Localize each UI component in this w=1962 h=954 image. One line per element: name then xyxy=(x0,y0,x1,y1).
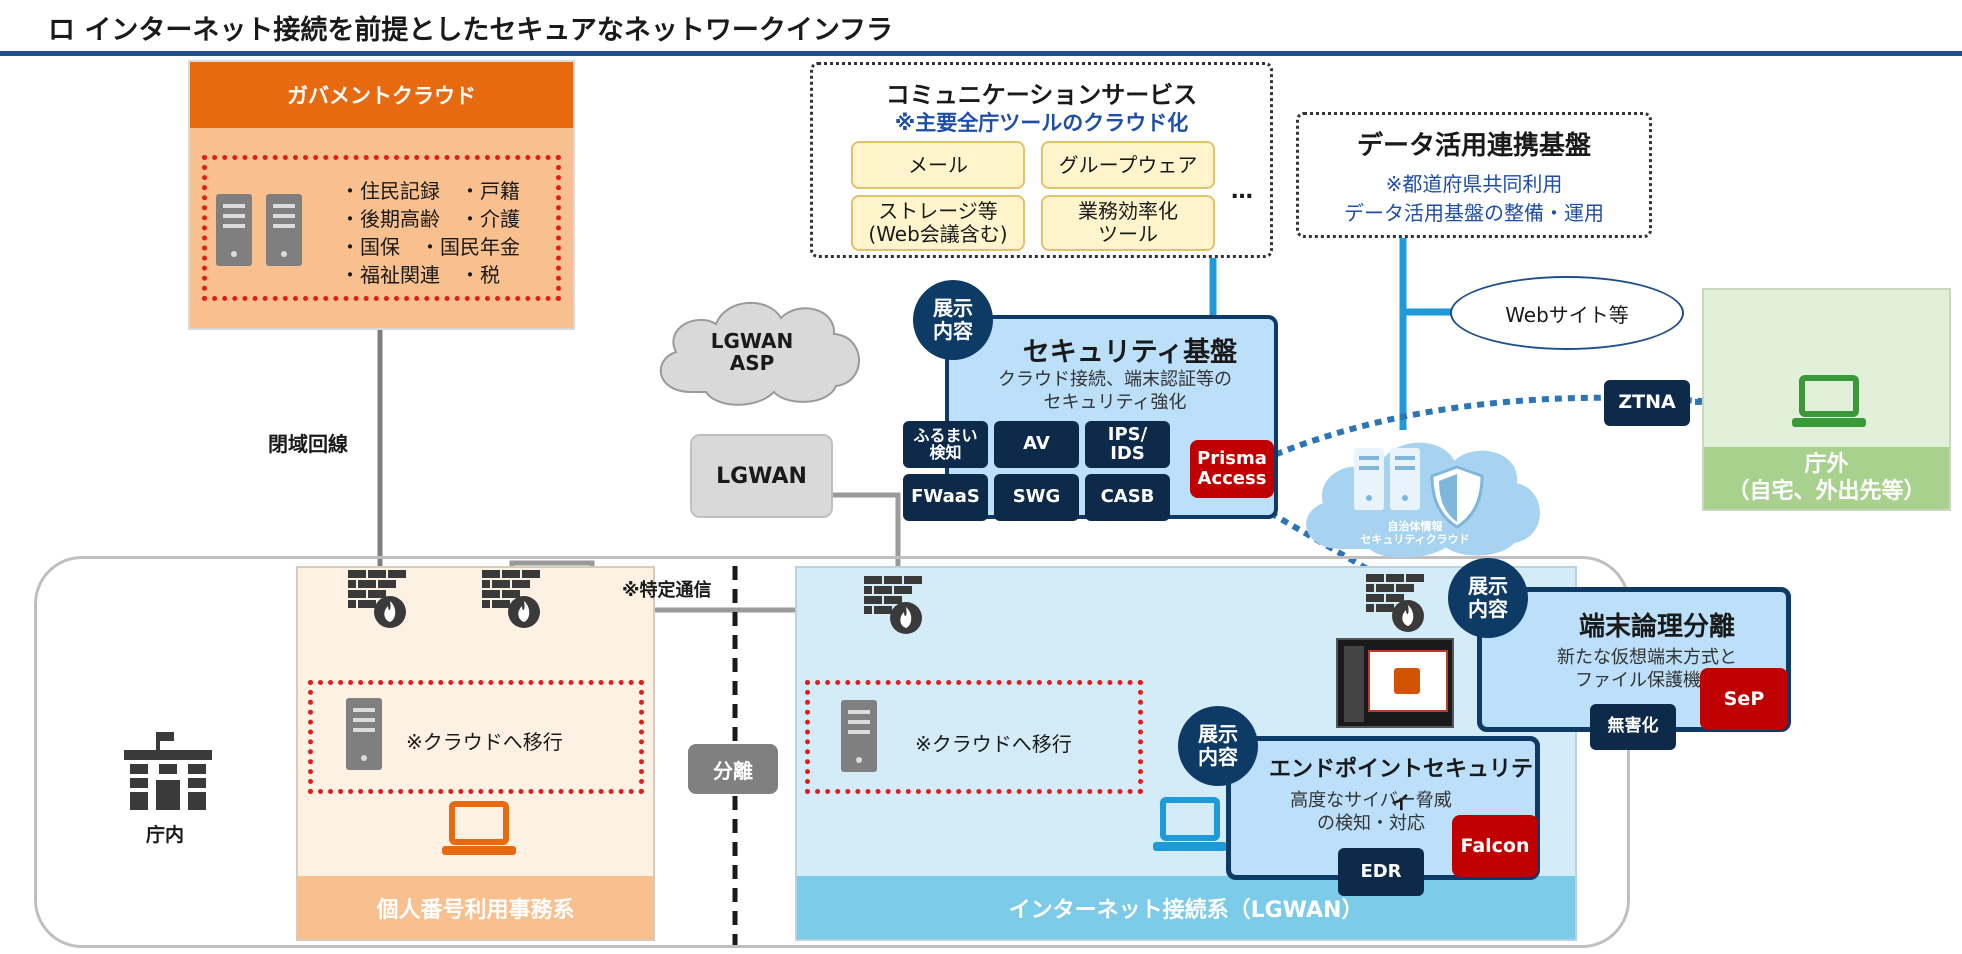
server-icon xyxy=(1354,448,1384,510)
gov-cloud-items: ・住民記録 ・戸籍 ・後期高齢 ・介護 ・国保 ・国民年金 ・福祉関連 ・税 xyxy=(340,177,520,289)
mynumber-red-frame xyxy=(308,680,644,794)
gov-cloud-header: ガバメントクラウド xyxy=(190,62,573,128)
data-platform-title: データ活用連携基盤 xyxy=(1356,130,1591,161)
migrate-label: ※クラウドへ移行 xyxy=(915,732,1072,756)
chip-swg: SWG xyxy=(994,474,1079,521)
falcon-product-badge: Falcon xyxy=(1452,815,1538,877)
gov-cloud-item: ・国保 ・国民年金 xyxy=(340,235,520,259)
tool-groupware: グループウェア xyxy=(1041,141,1215,189)
server-icon xyxy=(841,700,877,772)
edr-badge: EDR xyxy=(1338,848,1424,896)
website-ellipse: Webサイト等 xyxy=(1450,276,1684,350)
offsite-panel: 庁外 （自宅、外出先等） xyxy=(1702,288,1951,511)
closed-line-label: 閉域回線 xyxy=(268,432,348,456)
office-region xyxy=(34,556,1630,948)
separation-badge: 分離 xyxy=(688,744,778,794)
data-platform-line1: ※都道府県共同利用 xyxy=(1385,171,1563,196)
data-platform-line2: データ活用基盤の整備・運用 xyxy=(1344,200,1604,225)
specific-comm-label: ※特定通信 xyxy=(622,580,712,601)
migrate-label: ※クラウドへ移行 xyxy=(406,730,563,754)
internet-red-frame xyxy=(805,680,1143,794)
data-platform-panel: データ活用連携基盤 ※都道府県共同利用 データ活用基盤の整備・運用 xyxy=(1296,112,1652,238)
sep-product-badge: SeP xyxy=(1700,668,1788,730)
title-underline xyxy=(0,51,1962,56)
cloud-icon xyxy=(659,302,860,406)
server-icon xyxy=(216,194,252,266)
sanitize-badge: 無害化 xyxy=(1590,704,1676,750)
lgwan-box: LGWAN xyxy=(690,434,833,518)
shield-icon xyxy=(1430,465,1484,529)
exhibit-badge: 展示 内容 xyxy=(1448,558,1528,638)
server-icon xyxy=(346,698,382,770)
mynumber-zone: ※クラウドへ移行 個人番号利用事務系 xyxy=(296,566,655,941)
endpoint-security-title: エンドポイントセキュリティ xyxy=(1268,757,1533,814)
chip-behavior-detection: ふるまい 検知 xyxy=(903,421,988,468)
gov-cloud-red-frame xyxy=(202,155,561,301)
firewall-icon xyxy=(864,576,922,634)
ztna-badge: ZTNA xyxy=(1604,380,1690,426)
building-icon xyxy=(124,732,212,810)
security-platform-title: セキュリティ基盤 xyxy=(1022,337,1238,368)
laptop-icon xyxy=(1792,375,1866,427)
endpoint-security-desc: 高度なサイバー脅威 の検知・対応 xyxy=(1290,790,1452,835)
laptop-icon xyxy=(442,801,516,855)
gov-cloud-item: ・住民記録 ・戸籍 xyxy=(340,179,520,203)
chip-ips-ids: IPS/ IDS xyxy=(1085,421,1170,468)
firewall-icon xyxy=(348,570,406,628)
gov-cloud-item: ・福祉関連 ・税 xyxy=(340,263,500,287)
tool-mail: メール xyxy=(851,141,1025,189)
comm-services-panel: コミュニケーションサービス ※主要全庁ツールのクラウド化 メール グループウェア… xyxy=(810,62,1273,258)
gov-cloud-item: ・後期高齢 ・介護 xyxy=(340,207,520,231)
mynumber-system-label: 個人番号利用事務系 xyxy=(298,876,653,939)
offsite-label: 庁外 （自宅、外出先等） xyxy=(1704,447,1949,509)
office-label: 庁内 xyxy=(146,824,185,846)
comm-services-ellipsis: … xyxy=(1231,179,1253,204)
security-platform-desc: クラウド接続、端末認証等の セキュリティ強化 xyxy=(998,369,1232,414)
chip-fwaas: FWaaS xyxy=(903,474,988,521)
tool-storage: ストレージ等 (Web会議含む) xyxy=(851,195,1025,251)
terminal-separation-title: 端末論理分離 xyxy=(1578,612,1735,642)
exhibit-badge: 展示 内容 xyxy=(913,280,993,360)
server-icon xyxy=(266,194,302,266)
chip-av: AV xyxy=(994,421,1079,468)
lgwan-asp-label: LGWAN ASP xyxy=(710,329,794,375)
internet-system-label: インターネット接続系（LGWAN） xyxy=(797,876,1575,939)
laptop-icon xyxy=(1153,797,1227,851)
virtual-desktop-screenshot xyxy=(1336,638,1454,728)
comm-services-title: コミュニケーションサービス xyxy=(885,81,1198,109)
firewall-icon xyxy=(1366,574,1424,632)
exhibit-badge: 展示 内容 xyxy=(1178,706,1258,786)
tool-efficiency: 業務効率化 ツール xyxy=(1041,195,1215,251)
page-title: ロ インターネット接続を前提としたセキュアなネットワークインフラ xyxy=(48,15,894,46)
chip-casb: CASB xyxy=(1085,474,1170,521)
terminal-separation-desc: 新たな仮想端末方式と ファイル保護機能 xyxy=(1557,647,1737,692)
server-icon xyxy=(1390,448,1420,510)
firewall-icon xyxy=(482,570,540,628)
sec-cloud-label: 自治体情報 セキュリティクラウド xyxy=(1360,520,1470,547)
prisma-access-badge: Prisma Access xyxy=(1190,440,1274,498)
gov-cloud-panel: ガバメントクラウド ・住民記録 ・戸籍 ・後期高齢 ・介護 ・国保 ・国民年金 … xyxy=(188,60,575,330)
comm-services-subtitle: ※主要全庁ツールのクラウド化 xyxy=(894,111,1189,135)
